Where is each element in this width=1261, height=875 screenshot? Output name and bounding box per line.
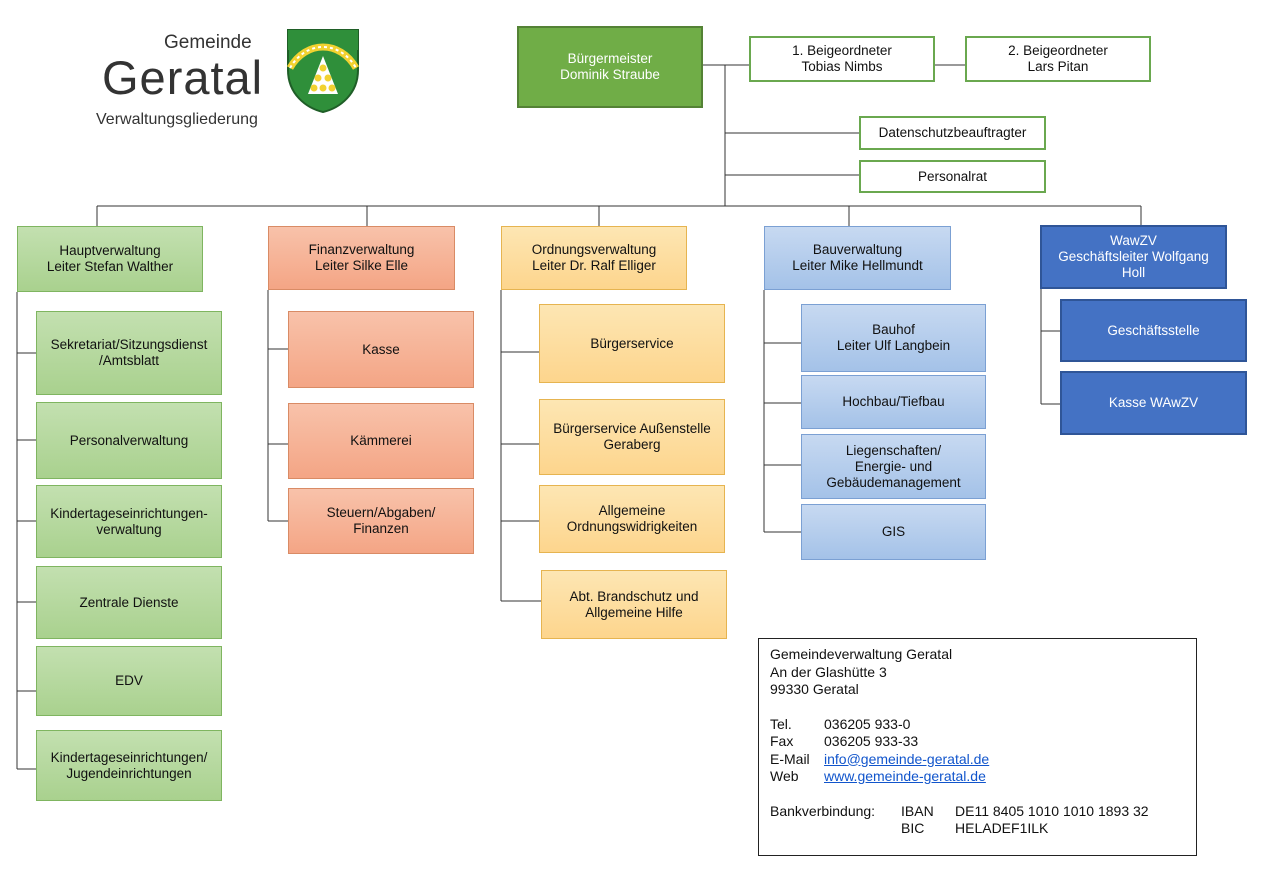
fax-value: 036205 933-33	[824, 733, 919, 749]
deputy2-name: Lars Pitan	[1027, 59, 1089, 74]
mayor-name: Dominik Straube	[560, 67, 660, 82]
dept-title: Finanzverwaltung	[308, 242, 415, 257]
data-protection-officer-box: Datenschutzbeauftragter	[859, 116, 1046, 150]
unit-box: Sekretariat/Sitzungsdienst /Amtsblatt	[36, 311, 222, 395]
dept-head: Leiter Silke Elle	[314, 258, 409, 273]
dept-head: Leiter Mike Hellmundt	[792, 258, 923, 273]
unit-box: Kindertageseinrichtungen/ Jugendeinricht…	[36, 730, 222, 801]
contact-org: Gemeindeverwaltung Geratal	[770, 646, 953, 662]
unit-box: Hochbau/Tiefbau	[801, 375, 986, 429]
unit-box: Bauhof Leiter Ulf Langbein	[801, 304, 986, 372]
staff-council-box: Personalrat	[859, 160, 1046, 193]
unit-box: Personalverwaltung	[36, 402, 222, 479]
web-link[interactable]: www.gemeinde-geratal.de	[824, 768, 986, 784]
contact-street: An der Glashütte 3	[770, 663, 887, 680]
unit-box: Kasse WAwZV	[1060, 371, 1247, 435]
unit-box: Kindertageseinrichtungen- verwaltung	[36, 485, 222, 558]
dept-head: Leiter Stefan Walther	[46, 259, 174, 274]
brand-small-text: Gemeinde	[164, 32, 252, 53]
tel-value: 036205 933-0	[824, 715, 911, 732]
deputy2-role: 2. Beigeordneter	[1008, 43, 1108, 58]
dept-title: WawZV	[1110, 233, 1157, 248]
web-label: Web	[770, 768, 799, 784]
unit-box: GIS	[801, 504, 986, 560]
iban-value: DE11 8405 1010 1010 1893 32	[955, 802, 1149, 819]
dept-title: Ordnungsverwaltung	[531, 242, 657, 257]
tel-label: Tel.	[770, 715, 792, 732]
email-label: E-Mail	[770, 750, 810, 767]
unit-box: Allgemeine Ordnungswidrigkeiten	[539, 485, 725, 553]
unit-box: Abt. Brandschutz und Allgemeine Hilfe	[541, 570, 727, 639]
email-link[interactable]: info@gemeinde-geratal.de	[824, 750, 990, 767]
bic-value: HELADEF1ILK	[955, 820, 1049, 836]
dept-title: Hauptverwaltung	[59, 243, 161, 258]
unit-box: Bürgerservice Außenstelle Geraberg	[539, 399, 725, 475]
unit-box: Geschäftsstelle	[1060, 299, 1247, 362]
unit-box: EDV	[36, 646, 222, 716]
unit-box: Bürgerservice	[539, 304, 725, 383]
dept-head: Leiter Dr. Ralf Elliger	[532, 258, 656, 273]
bank-label: Bankverbindung:	[770, 802, 876, 819]
iban-label: IBAN	[901, 802, 934, 819]
brand-title: Geratal	[102, 51, 264, 104]
unit-box: Zentrale Dienste	[36, 566, 222, 639]
page-subtitle: Verwaltungsgliederung	[96, 111, 258, 128]
mayor-role: Bürgermeister	[567, 51, 653, 66]
contact-block: Gemeindeverwaltung Geratal An der Glashü…	[758, 638, 1197, 856]
deputy1-name: Tobias Nimbs	[801, 59, 883, 74]
contact-city: 99330 Geratal	[770, 681, 859, 697]
deputy1-role: 1. Beigeordneter	[792, 43, 892, 58]
coat-of-arms-logo	[286, 29, 360, 114]
dept-head: Geschäftsleiter Wolfgang Holl	[1058, 249, 1209, 280]
unit-box: Liegenschaften/ Energie- und Gebäudemana…	[801, 434, 986, 499]
unit-box: Kämmerei	[288, 403, 474, 479]
unit-box: Kasse	[288, 311, 474, 388]
dept-title: Bauverwaltung	[812, 242, 903, 257]
fax-label: Fax	[770, 733, 794, 749]
bic-label: BIC	[901, 820, 925, 836]
unit-box: Steuern/Abgaben/ Finanzen	[288, 488, 474, 554]
